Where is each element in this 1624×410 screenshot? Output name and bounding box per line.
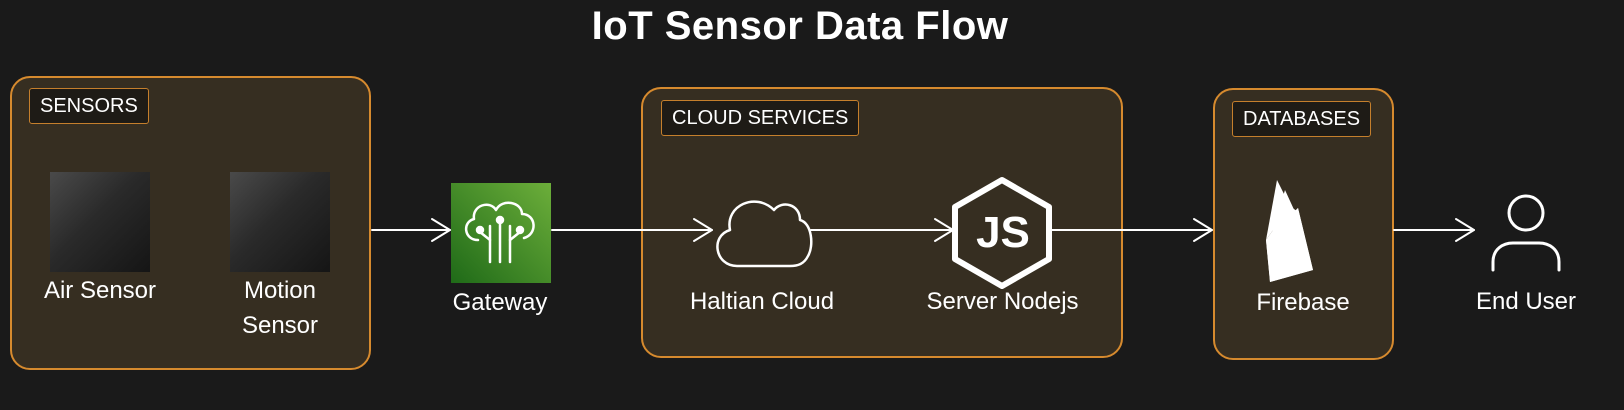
arrow-firebase-to-end-user [1393,218,1475,242]
arrow-gateway-to-haltian-cloud [551,218,713,242]
cloud-services-group-label: CLOUD SERVICES [661,100,860,136]
server-nodejs-label: Server Nodejs [926,288,1079,315]
diagram-title: IoT Sensor Data Flow [591,4,1009,48]
end-user-label: End User [1475,288,1577,315]
arrow-server-to-firebase [1049,218,1213,242]
sensors-group-label: SENSORS [29,88,149,124]
air-sensor-label: Air Sensor [43,277,157,304]
motion-sensor-label-line1: Motion [243,277,317,304]
gateway-label: Gateway [452,289,548,316]
user-icon [1491,194,1561,272]
air-sensor-icon [50,172,150,272]
nodejs-icon: JS [952,177,1052,289]
firebase-icon [1266,180,1313,282]
svg-text:JS: JS [976,208,1030,257]
firebase-label: Firebase [1256,289,1350,316]
haltian-cloud-label: Haltian Cloud [689,288,835,315]
databases-group-label: DATABASES [1232,101,1372,137]
arrow-haltian-cloud-to-server [810,218,954,242]
motion-sensor-label-line2: Sensor [241,312,319,339]
arrow-sensors-to-gateway [371,218,451,242]
gateway-icon [451,183,551,283]
motion-sensor-icon [230,172,330,272]
cloud-icon [716,200,813,268]
